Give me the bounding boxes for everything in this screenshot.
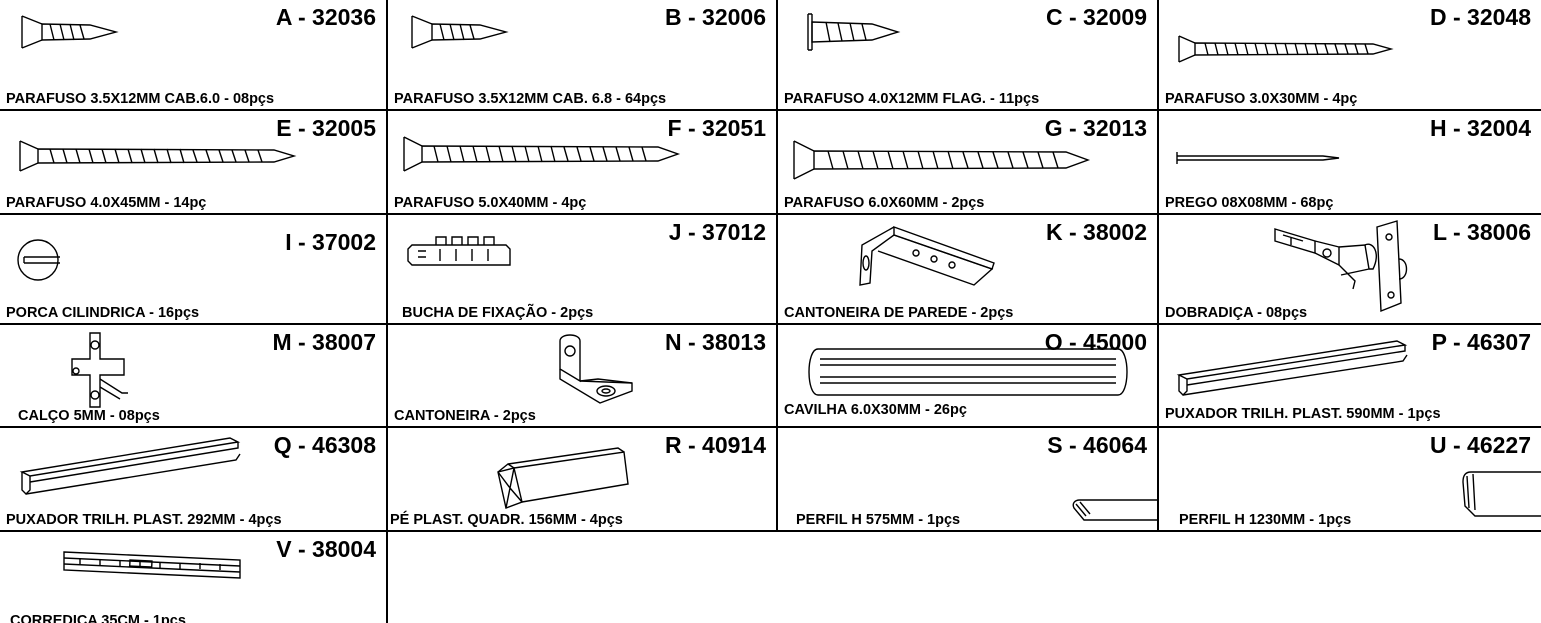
part-code: O - 45000 [1044,329,1147,355]
part-code: E - 32005 [276,115,376,141]
wall-bracket-icon [854,223,1004,293]
handle-rail-icon [16,436,246,498]
part-code: Q - 46308 [273,432,376,458]
part-cell-m: M - 38007 CALÇO 5MM - 08pçs [0,325,388,428]
wall-plug-icon [406,235,516,269]
part-code: N - 38013 [664,329,766,355]
part-description: PERFIL H 1230MM - 1pçs [1179,512,1352,528]
part-cell-c: C - 32009 PARAFUSO 4.0X12MM FLAG. - 11pç… [778,0,1159,111]
part-description: PARAFUSO 3.0X30MM - 4pç [1165,91,1358,107]
dowel-icon [806,347,1130,397]
long-screw-icon [1177,34,1397,64]
part-description: PARAFUSO 4.0X45MM - 14pç [6,195,207,211]
part-cell-d: D - 32048 PARAFUSO 3.0X30MM - 4pç [1159,0,1541,111]
part-description: CALÇO 5MM - 08pçs [18,408,160,424]
part-cell-u: U - 46227 PERFIL H 1230MM - 1pçs [1159,428,1541,532]
part-code: S - 46064 [1047,432,1147,458]
part-cell-r: R - 40914 PÉ PLAST. QUADR. 156MM - 4pçs [388,428,778,532]
part-description: PARAFUSO 5.0X40MM - 4pç [394,195,587,211]
handle-rail-icon [1173,339,1413,399]
part-cell-k: K - 38002 CANTONEIRA DE PAREDE - 2pçs [778,215,1159,325]
part-code: H - 32004 [1429,115,1531,141]
part-description: DOBRADIÇA - 08pçs [1165,305,1308,321]
flange-screw-icon [806,12,916,52]
part-description: PARAFUSO 6.0X60MM - 2pçs [784,195,985,211]
part-code: R - 40914 [664,432,766,458]
part-cell-o: O - 45000 CAVILHA 6.0X30MM - 26pç [778,325,1159,428]
part-code: I - 37002 [285,229,376,255]
part-code: U - 46227 [1429,432,1531,458]
short-screw-icon [20,14,130,50]
part-description: PARAFUSO 3.5X12MM CAB.6.0 - 08pçs [6,91,275,107]
part-description: PÉ PLAST. QUADR. 156MM - 4pçs [390,512,623,528]
part-description: PUXADOR TRILH. PLAST. 590MM - 1pçs [1165,406,1441,422]
part-code: A - 32036 [275,4,376,30]
part-description: CANTONEIRA - 2pçs [394,408,536,424]
part-description: CANTONEIRA DE PAREDE - 2pçs [784,305,1014,321]
part-cell-l: L - 38006 DOBRADIÇA - 08pçs [1159,215,1541,325]
hinge-icon [1269,219,1419,319]
part-code: C - 32009 [1045,4,1147,30]
part-cell-p: P - 46307 PUXADOR TRILH. PLAST. 590MM - … [1159,325,1541,428]
part-code: J - 37012 [668,219,766,245]
drawer-slide-icon [60,548,250,580]
corner-bracket-icon [552,329,662,409]
part-code: K - 38002 [1045,219,1147,245]
part-description: CORREDIÇA 35CM - 1pçs [10,613,186,623]
part-description: PREGO 08X08MM - 68pç [1165,195,1334,211]
part-cell-s: S - 46064 PERFIL H 575MM - 1pçs [778,428,1159,532]
part-cell-h: H - 32004 PREGO 08X08MM - 68pç [1159,111,1541,215]
part-description: PORCA CILINDRICA - 16pçs [6,305,200,321]
part-description: PERFIL H 575MM - 1pçs [796,512,961,528]
part-description: PARAFUSO 3.5X12MM CAB. 6.8 - 64pçs [394,91,667,107]
part-cell-j: J - 37012 BUCHA DE FIXAÇÃO - 2pçs [388,215,778,325]
part-code: L - 38006 [1432,219,1531,245]
part-description: PUXADOR TRILH. PLAST. 292MM - 4pçs [6,512,282,528]
part-cell-e: E - 32005 PARAFUSO 4.0X45MM - 14pç [0,111,388,215]
long-screw-icon [792,139,1092,181]
part-code: D - 32048 [1429,4,1531,30]
part-code: V - 38004 [276,536,376,562]
long-screw-icon [402,135,682,173]
cylinder-nut-icon [14,235,64,285]
part-code: B - 32006 [664,4,766,30]
h-profile-icon [1461,470,1541,518]
part-code: F - 32051 [667,115,766,141]
part-description: CAVILHA 6.0X30MM - 26pç [784,402,967,418]
hinge-plate-icon [66,331,136,415]
part-code: M - 38007 [272,329,376,355]
part-cell-g: G - 32013 PARAFUSO 6.0X60MM - 2pçs [778,111,1159,215]
part-cell-f: F - 32051 PARAFUSO 5.0X40MM - 4pç [388,111,778,215]
part-cell-n: N - 38013 CANTONEIRA - 2pçs [388,325,778,428]
part-description: PARAFUSO 4.0X12MM FLAG. - 11pçs [784,91,1040,107]
part-code: P - 46307 [1431,329,1531,355]
part-cell-v: V - 38004 CORREDIÇA 35CM - 1pçs [0,532,388,623]
nail-icon [1175,151,1345,165]
long-screw-icon [18,139,298,173]
part-description: BUCHA DE FIXAÇÃO - 2pçs [402,305,594,321]
h-profile-icon [1070,498,1157,522]
short-screw-icon [410,14,520,50]
part-code: G - 32013 [1044,115,1147,141]
part-cell-q: Q - 46308 PUXADOR TRILH. PLAST. 292MM - … [0,428,388,532]
square-foot-icon [494,438,644,518]
part-cell-a: A - 32036 PARAFUSO 3.5X12MM CAB.6.0 - 08… [0,0,388,111]
part-cell-i: I - 37002 PORCA CILINDRICA - 16pçs [0,215,388,325]
part-cell-b: B - 32006 PARAFUSO 3.5X12MM CAB. 6.8 - 6… [388,0,778,111]
